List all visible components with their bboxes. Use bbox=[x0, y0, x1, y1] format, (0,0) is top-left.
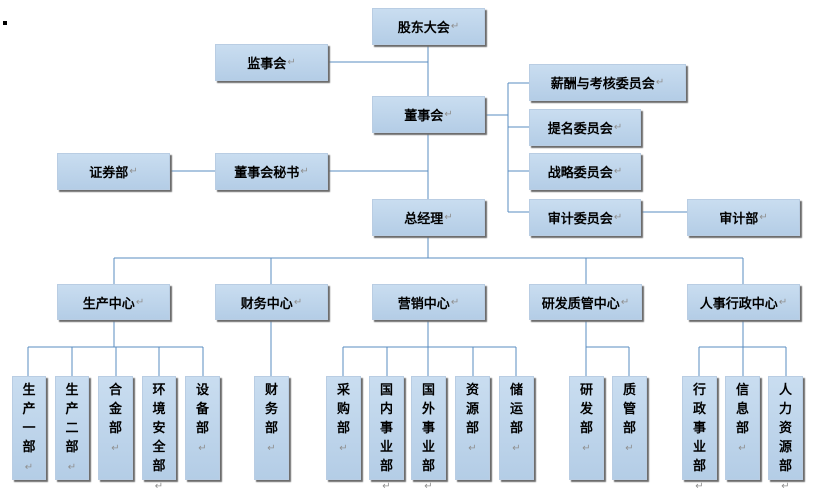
node-label: 提名委员会 bbox=[547, 122, 613, 137]
node-label: 证券部 bbox=[89, 166, 129, 181]
dept-quality: 质管部 ↵ bbox=[612, 376, 647, 480]
node-label: 股东大会 bbox=[397, 21, 450, 36]
dept-domestic-business: 国内事业部 ↵ bbox=[369, 376, 404, 492]
node-label: 董事会秘书 bbox=[234, 166, 300, 181]
paragraph-mark: ↵ bbox=[613, 122, 623, 133]
node-label: 生产中心 bbox=[82, 296, 135, 312]
dept-label: 生产一部 bbox=[22, 383, 36, 455]
node-label: 营销中心 bbox=[397, 296, 450, 312]
dept-label: 生产二部 bbox=[65, 383, 79, 455]
paragraph-mark: ↵ bbox=[778, 296, 788, 308]
node-production-center: 生产中心↵ bbox=[57, 284, 170, 320]
node-label: 战略委员会 bbox=[547, 166, 613, 181]
paragraph-mark: ↵ bbox=[154, 481, 164, 492]
paragraph-mark: ↵ bbox=[450, 21, 460, 32]
node-board-of-supervisors: 监事会↵ bbox=[215, 44, 328, 81]
paragraph-mark: ↵ bbox=[655, 77, 665, 88]
paragraph-mark: ↵ bbox=[382, 481, 391, 492]
node-general-manager: 总经理↵ bbox=[372, 199, 485, 236]
dept-environment-safety: 环境安全部 ↵ bbox=[142, 376, 176, 492]
stray-dot bbox=[3, 21, 7, 25]
node-finance-center: 财务中心↵ bbox=[215, 284, 328, 320]
paragraph-mark: ↵ bbox=[738, 443, 747, 454]
paragraph-mark: ↵ bbox=[695, 481, 704, 492]
paragraph-mark: ↵ bbox=[24, 462, 34, 473]
node-label: 审计部 bbox=[719, 212, 759, 227]
dept-production-2: 生产二部 ↵ bbox=[55, 376, 89, 480]
dept-label: 合金部 bbox=[108, 383, 122, 436]
node-board-of-directors: 董事会↵ bbox=[372, 96, 485, 133]
dept-label: 国内事业部 bbox=[379, 383, 393, 474]
node-rnd-quality-center: 研发质管中心↵ bbox=[529, 284, 642, 320]
paragraph-mark: ↵ bbox=[582, 443, 591, 454]
dept-label: 行政事业部 bbox=[692, 383, 706, 474]
dept-logistics: 储运部 ↵ bbox=[499, 376, 534, 480]
node-nomination-committee: 提名委员会↵ bbox=[529, 109, 641, 146]
paragraph-mark: ↵ bbox=[759, 212, 768, 223]
dept-label: 财务部 bbox=[264, 383, 278, 436]
node-marketing-center: 营销中心↵ bbox=[372, 284, 485, 320]
paragraph-mark: ↵ bbox=[67, 462, 77, 473]
dept-label: 研发部 bbox=[579, 383, 593, 436]
paragraph-mark: ↵ bbox=[135, 296, 145, 308]
node-label: 财务中心 bbox=[240, 296, 293, 312]
node-shareholders-meeting: 股东大会↵ bbox=[372, 8, 485, 45]
node-label: 薪酬与考核委员会 bbox=[550, 77, 655, 92]
dept-label: 国外事业部 bbox=[421, 383, 435, 474]
dept-label: 设备部 bbox=[195, 383, 209, 436]
node-compensation-committee: 薪酬与考核委员会↵ bbox=[529, 64, 686, 101]
node-hr-admin-center: 人事行政中心↵ bbox=[687, 284, 800, 320]
dept-equipment: 设备部 ↵ bbox=[185, 376, 220, 480]
paragraph-mark: ↵ bbox=[293, 296, 303, 308]
node-label: 审计委员会 bbox=[547, 212, 613, 227]
paragraph-mark: ↵ bbox=[111, 443, 120, 454]
dept-information: 信息部 ↵ bbox=[725, 376, 760, 480]
paragraph-mark: ↵ bbox=[267, 443, 276, 454]
paragraph-mark: ↵ bbox=[781, 481, 790, 492]
paragraph-mark: ↵ bbox=[129, 166, 138, 177]
dept-label: 信息部 bbox=[735, 383, 749, 436]
node-label: 监事会 bbox=[247, 57, 287, 72]
paragraph-mark: ↵ bbox=[613, 166, 623, 177]
dept-human-resources: 人力资源部 ↵ bbox=[768, 376, 803, 492]
dept-procurement: 采购部 ↵ bbox=[326, 376, 361, 480]
node-board-secretary: 董事会秘书↵ bbox=[215, 153, 328, 190]
dept-label: 储运部 bbox=[509, 383, 523, 436]
paragraph-mark: ↵ bbox=[287, 57, 296, 68]
dept-label: 采购部 bbox=[336, 383, 350, 436]
node-strategy-committee: 战略委员会↵ bbox=[529, 153, 641, 190]
paragraph-mark: ↵ bbox=[468, 443, 477, 454]
node-label: 研发质管中心 bbox=[541, 296, 620, 312]
paragraph-mark: ↵ bbox=[300, 166, 309, 177]
node-audit-department: 审计部↵ bbox=[687, 199, 800, 236]
dept-label: 环境安全部 bbox=[152, 383, 166, 474]
dept-label: 资源部 bbox=[465, 383, 479, 436]
dept-alloy: 合金部 ↵ bbox=[98, 376, 133, 480]
paragraph-mark: ↵ bbox=[625, 443, 634, 454]
paragraph-mark: ↵ bbox=[512, 443, 521, 454]
node-securities-department: 证券部↵ bbox=[57, 153, 170, 190]
paragraph-mark: ↵ bbox=[613, 212, 623, 223]
dept-admin-affairs: 行政事业部 ↵ bbox=[682, 376, 717, 492]
paragraph-mark: ↵ bbox=[339, 443, 348, 454]
paragraph-mark: ↵ bbox=[198, 443, 207, 454]
dept-production-1: 生产一部 ↵ bbox=[12, 376, 46, 480]
paragraph-mark: ↵ bbox=[444, 109, 453, 120]
dept-finance: 财务部 ↵ bbox=[254, 376, 289, 480]
paragraph-mark: ↵ bbox=[424, 481, 433, 492]
paragraph-mark: ↵ bbox=[620, 296, 630, 308]
dept-label: 人力资源部 bbox=[778, 383, 792, 474]
paragraph-mark: ↵ bbox=[444, 212, 453, 223]
dept-rnd: 研发部 ↵ bbox=[569, 376, 604, 480]
node-audit-committee: 审计委员会↵ bbox=[529, 199, 641, 236]
node-label: 人事行政中心 bbox=[699, 296, 778, 312]
dept-overseas-business: 国外事业部 ↵ bbox=[411, 376, 446, 492]
node-label: 总经理 bbox=[404, 212, 444, 227]
dept-resources: 资源部 ↵ bbox=[455, 376, 490, 480]
node-label: 董事会 bbox=[404, 109, 444, 124]
paragraph-mark: ↵ bbox=[450, 296, 460, 308]
dept-label: 质管部 bbox=[622, 383, 636, 436]
